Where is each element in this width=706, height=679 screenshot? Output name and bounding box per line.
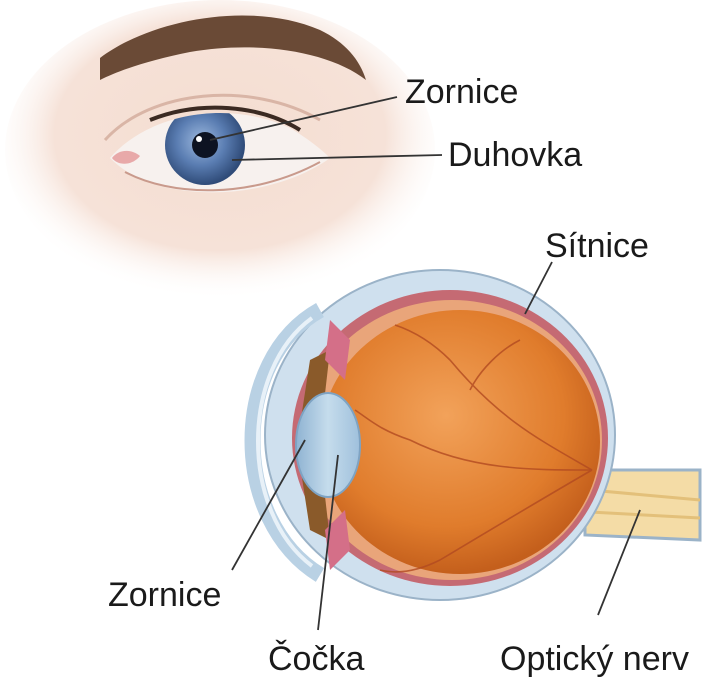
vitreous-body xyxy=(320,310,600,574)
label-optic-nerve: Optický nerv xyxy=(500,642,689,676)
pupil-highlight xyxy=(196,136,202,142)
pupil xyxy=(192,132,218,158)
label-retina: Sítnice xyxy=(545,229,649,263)
label-section-pupil: Zornice xyxy=(108,578,221,612)
outer-eye xyxy=(5,0,435,300)
label-outer-iris: Duhovka xyxy=(448,138,582,172)
lens xyxy=(296,393,360,497)
eye-cross-section xyxy=(253,270,701,600)
label-lens: Čočka xyxy=(268,642,364,676)
label-outer-pupil: Zornice xyxy=(405,75,518,109)
